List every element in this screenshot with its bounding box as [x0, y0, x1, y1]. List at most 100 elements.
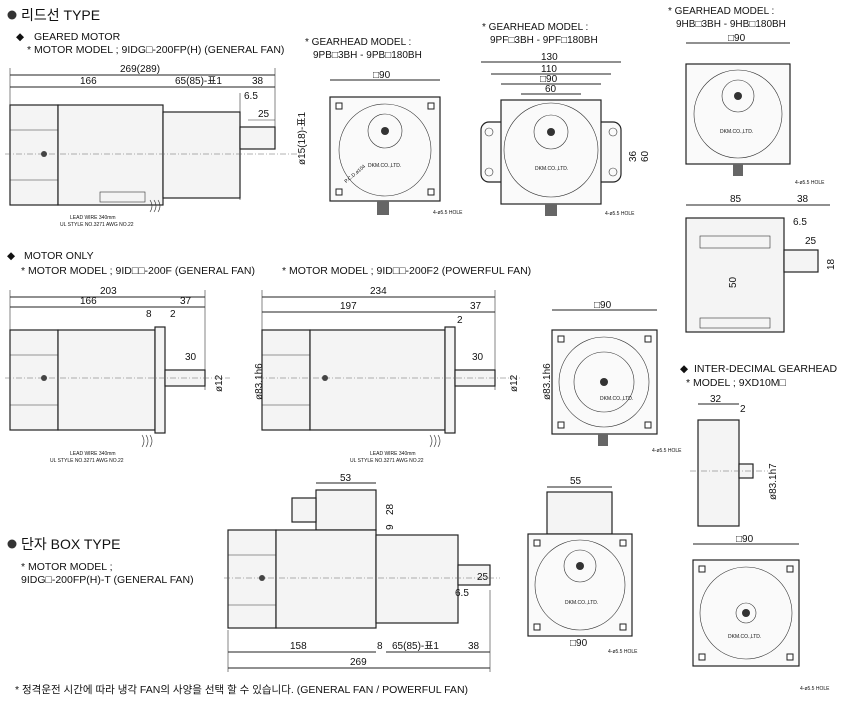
- mo-front-box: □90: [594, 300, 612, 311]
- motor-only-front-view: □90 DKM.CO.,LTD. 4-ø5.5 HOLE: [551, 300, 682, 454]
- inter-hole: 4-ø5.5 HOLE: [800, 686, 830, 692]
- gh-h-box: □90: [728, 33, 746, 44]
- gh-h-model: 9HB□3BH - 9HB□180BH: [676, 19, 786, 30]
- tb-269: 269: [350, 657, 367, 668]
- mp-ul-style: UL STYLE NO.3271 AWG NO.22: [350, 458, 424, 464]
- gh-h-side-65: 6.5: [793, 217, 807, 228]
- mp-197: 197: [340, 301, 357, 312]
- tb-8: 8: [377, 641, 383, 652]
- ul-style-note: UL STYLE NO.3271 AWG NO.22: [60, 222, 134, 228]
- gh-h-brand: DKM.CO.,LTD.: [720, 129, 753, 135]
- tb-brand: DKM.CO.,LTD.: [565, 600, 598, 606]
- section-bullet-icon: [7, 539, 17, 549]
- gh-f-side-36: 36: [628, 150, 639, 162]
- dim-6-5: 6.5: [244, 91, 258, 102]
- mg-shaft-d: ø12: [214, 374, 225, 392]
- dim-shaft-diameter: ø15(18)-표1: [297, 111, 308, 165]
- mg-8: 8: [146, 309, 152, 320]
- mg-2: 2: [170, 309, 176, 320]
- gearhead-b-front-view: * GEARHEAD MODEL : 9PB□3BH - 9PB□180BH □…: [305, 37, 463, 216]
- tb-53: 53: [340, 473, 352, 484]
- gearhead-f-front-view: * GEARHEAD MODEL : 9PF□3BH - 9PF□180BH 1…: [480, 22, 651, 217]
- dim-body: 166: [80, 76, 97, 87]
- gh-b-brand: DKM.CO.,LTD.: [368, 163, 401, 169]
- inter-decimal-section: ◆ INTER-DECIMAL GEARHEAD * MODEL ; 9XD10…: [680, 363, 838, 692]
- motor-only-powerful-model: * MOTOR MODEL ; 9ID□□-200F2 (POWERFUL FA…: [282, 265, 531, 277]
- dim-25: 25: [258, 109, 270, 120]
- tb-gear: 65(85)-표1: [392, 641, 439, 652]
- gh-h-hole: 4-ø5.5 HOLE: [795, 180, 825, 186]
- diamond-icon: ◆: [7, 250, 16, 262]
- tb-38: 38: [468, 641, 480, 652]
- tb-25: 25: [477, 572, 489, 583]
- motor-only-title: MOTOR ONLY: [24, 250, 94, 262]
- tb-28: 28: [385, 503, 396, 515]
- terminal-title: 단자 BOX TYPE: [21, 536, 120, 552]
- gh-b-model: 9PB□3BH - 9PB□180BH: [313, 50, 422, 61]
- mg-30: 30: [185, 352, 197, 363]
- mg-37: 37: [180, 296, 192, 307]
- gh-f-dim-box: □90: [540, 74, 558, 85]
- tb-front-55: 55: [570, 476, 582, 487]
- gh-f-brand: DKM.CO.,LTD.: [535, 166, 568, 172]
- lead-wire-note: LEAD WIRE 340mm: [70, 215, 116, 221]
- terminal-front-view: 55 DKM.CO.,LTD. □90 4-ø5.5 HOLE: [527, 476, 638, 655]
- gh-f-model: 9PF□3BH - 9PF□180BH: [490, 35, 598, 46]
- gh-h-side-50: 50: [728, 276, 739, 288]
- gh-f-dim-110: 110: [541, 64, 557, 75]
- gearhead-hb-views: * GEARHEAD MODEL : 9HB□3BH - 9HB□180BH □…: [668, 6, 837, 333]
- inter-title: INTER-DECIMAL GEARHEAD: [694, 363, 838, 375]
- geared-motor-label: GEARED MOTOR: [34, 31, 121, 43]
- motor-general-side-view: 203 166 37 8 2 30 ø12 ø83.1h6 LEAD WIRE …: [5, 286, 265, 464]
- inter-2: 2: [740, 404, 746, 415]
- gh-b-box: □90: [373, 70, 391, 81]
- gh-f-dim-130: 130: [541, 52, 558, 63]
- dim-shaft-length: 38: [252, 76, 264, 87]
- gh-h-side-25: 25: [805, 236, 817, 247]
- terminal-model-label: * MOTOR MODEL ;: [21, 561, 113, 573]
- inter-brand: DKM.CO.,LTD.: [728, 634, 761, 640]
- section-lead-title: 리드선 TYPE: [21, 7, 100, 23]
- tb-6-5: 6.5: [455, 588, 469, 599]
- mg-flange-d: ø83.1h6: [254, 363, 265, 400]
- inter-32: 32: [710, 394, 722, 405]
- gh-f-title: * GEARHEAD MODEL :: [482, 22, 588, 33]
- mg-lead-wire: LEAD WIRE 340mm: [70, 451, 116, 457]
- gh-b-title: * GEARHEAD MODEL :: [305, 37, 411, 48]
- gh-f-side-60: 60: [640, 150, 651, 162]
- terminal-model: 9IDG□-200FP(H)-T (GENERAL FAN): [21, 574, 194, 586]
- section-bullet-icon: [7, 10, 17, 20]
- tb-front-box: □90: [570, 638, 588, 649]
- gh-h-side-85: 85: [730, 194, 742, 205]
- mg-166: 166: [80, 296, 97, 307]
- gh-h-side-18: 18: [826, 258, 837, 270]
- mp-234: 234: [370, 286, 387, 297]
- mp-shaft-d: ø12: [509, 374, 520, 392]
- geared-motor-side-view: 269(289) 166 65(85)-표1 38 6.5 25 ø15(18)…: [5, 64, 308, 228]
- gh-b-hole: 4-ø5.5 HOLE: [433, 210, 463, 216]
- mp-30: 30: [472, 352, 484, 363]
- dim-overall: 269(289): [120, 64, 160, 75]
- terminal-motor-side-view: 53 28 9 25 6.5 158 8 65(85)-표1 38 269: [224, 473, 500, 672]
- tb-158: 158: [290, 641, 307, 652]
- mp-flange-d: ø83.1h6: [542, 363, 553, 400]
- mp-lead-wire: LEAD WIRE 340mm: [370, 451, 416, 457]
- motor-powerful-side-view: 234 197 37 2 30 ø12 ø83.1h6 LEAD WIRE 34…: [258, 286, 553, 464]
- inter-flange-d: ø83.1h7: [768, 463, 779, 500]
- footnote: * 정격운전 시간에 따라 냉각 FAN의 사양을 선택 할 수 있습니다. (…: [15, 683, 468, 696]
- mg-ul-style: UL STYLE NO.3271 AWG NO.22: [50, 458, 124, 464]
- motor-only-general-model: * MOTOR MODEL ; 9ID□□-200F (GENERAL FAN): [21, 265, 255, 277]
- mo-brand: DKM.CO.,LTD.: [600, 396, 633, 402]
- diamond-icon: ◆: [680, 363, 689, 375]
- diamond-icon: ◆: [16, 31, 25, 43]
- mo-hole: 4-ø5.5 HOLE: [652, 448, 682, 454]
- mg-203: 203: [100, 286, 117, 297]
- mp-2: 2: [457, 315, 463, 326]
- inter-model: * MODEL ; 9XD10M□: [686, 377, 787, 389]
- geared-motor-model: * MOTOR MODEL ; 9IDG□-200FP(H) (GENERAL …: [27, 44, 284, 56]
- gh-h-title: * GEARHEAD MODEL :: [668, 6, 774, 17]
- dim-gear: 65(85)-표1: [175, 76, 222, 87]
- gh-f-hole: 4-ø5.5 HOLE: [605, 211, 635, 217]
